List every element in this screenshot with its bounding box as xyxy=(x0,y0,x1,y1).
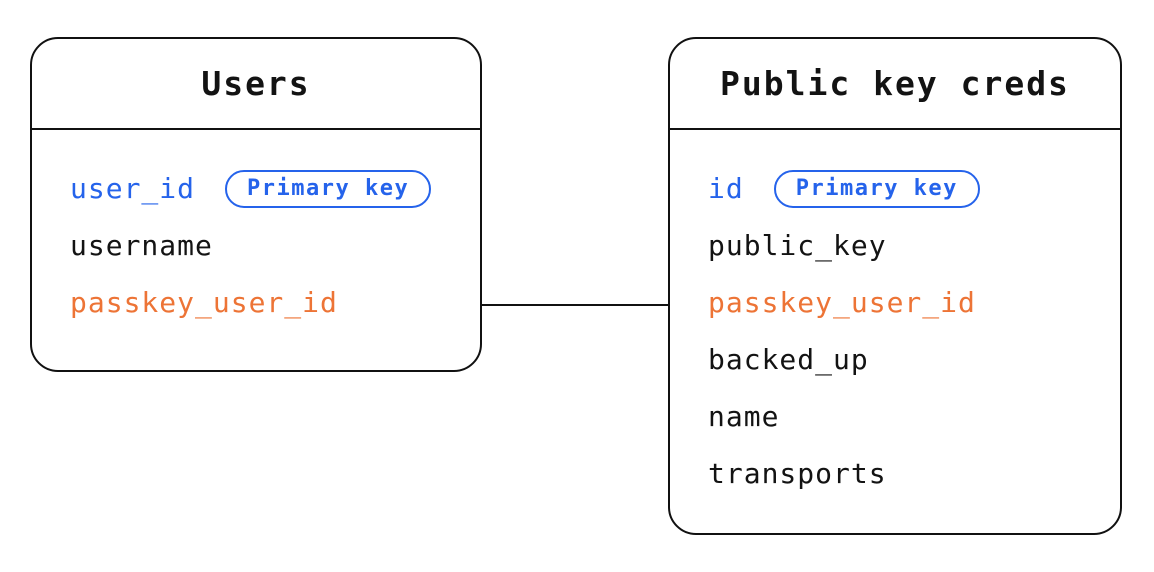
field-row-passkey-user-id: passkey_user_id xyxy=(70,274,480,331)
table-creds-title: Public key creds xyxy=(720,64,1070,103)
field-row-passkey-user-id: passkey_user_id xyxy=(708,274,1120,331)
field-name-backed-up: backed_up xyxy=(708,343,869,376)
table-users-header: Users xyxy=(32,39,480,130)
field-row-username: username xyxy=(70,217,480,274)
field-name-transports: transports xyxy=(708,457,887,490)
field-name-public-key: public_key xyxy=(708,229,887,262)
table-users-fields: user_id Primary key username passkey_use… xyxy=(32,130,480,331)
field-name-passkey-user-id: passkey_user_id xyxy=(70,286,338,319)
field-name-name: name xyxy=(708,400,780,433)
field-name-username: username xyxy=(70,229,213,262)
field-row-id: id Primary key xyxy=(708,160,1120,217)
primary-key-badge: Primary key xyxy=(773,169,980,208)
field-row-user-id: user_id Primary key xyxy=(70,160,480,217)
primary-key-badge: Primary key xyxy=(225,169,432,208)
field-row-backed-up: backed_up xyxy=(708,331,1120,388)
table-creds-header: Public key creds xyxy=(670,39,1120,130)
table-creds-fields: id Primary key public_key passkey_user_i… xyxy=(670,130,1120,502)
field-name-passkey-user-id: passkey_user_id xyxy=(708,286,976,319)
field-row-transports: transports xyxy=(708,445,1120,502)
table-users-title: Users xyxy=(201,64,311,103)
field-name-user-id: user_id xyxy=(70,172,196,205)
field-row-name: name xyxy=(708,388,1120,445)
field-row-public-key: public_key xyxy=(708,217,1120,274)
relationship-line xyxy=(482,304,668,306)
table-node-users: Users user_id Primary key username passk… xyxy=(30,37,482,372)
field-name-id: id xyxy=(708,172,744,205)
table-node-public-key-creds: Public key creds id Primary key public_k… xyxy=(668,37,1122,535)
